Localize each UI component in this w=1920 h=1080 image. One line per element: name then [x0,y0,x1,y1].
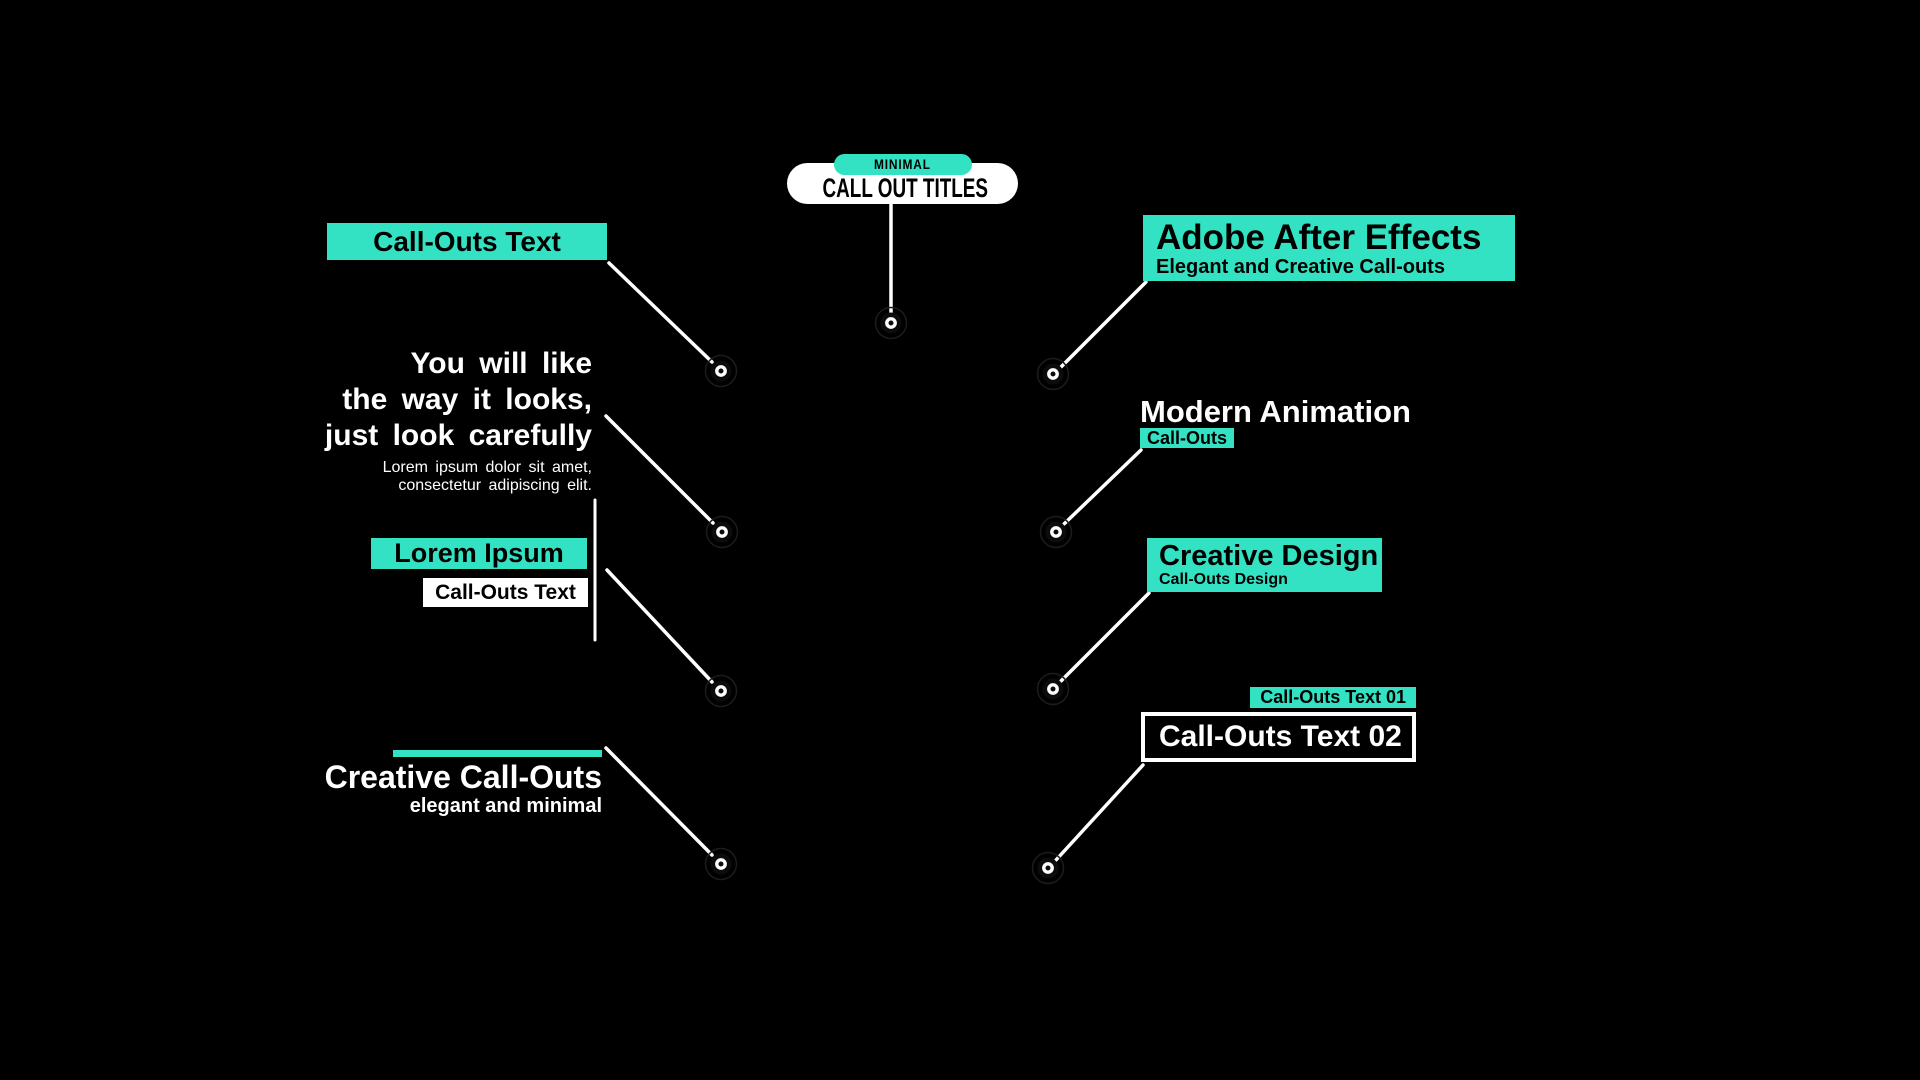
design-subtitle: Call-Outs Design [1159,571,1288,588]
design-title: Creative Design [1159,540,1379,572]
anchor-point [1035,671,1071,707]
quote-sub-line-2: consectetur adipiscing elit. [398,477,592,494]
numbered-badge: Call-Outs Text 01 [1250,687,1416,708]
anchor-point [704,514,740,550]
callout-modern: Modern Animation Call-Outs [1140,394,1411,449]
header-badge-title-label: CALL OUT TITLES [822,173,989,203]
callout-creative: Creative Call-Outs elegant and minimal [282,750,602,816]
header-badge-tag: MINIMAL [833,154,972,175]
numbered-title: Call-Outs Text 02 [1141,712,1416,762]
header-badge: MINIMAL CALL OUT TITLES [787,154,1018,204]
callout-design: Creative Design Call-Outs Design [1147,538,1382,592]
connector-line [604,414,715,525]
adobe-title: Adobe After Effects [1156,218,1482,257]
connector-line [1059,280,1148,369]
anchor-point [1030,850,1066,886]
connector-line [605,568,714,684]
callout-numbered: Call-Outs Text 01 Call-Outs Text 02 [1141,687,1417,762]
connector-line [604,746,714,857]
modern-badge: Call-Outs [1140,428,1235,448]
creative-title: Creative Call-Outs [324,759,602,795]
anchor-point [703,353,739,389]
quote-line-1: You will like [410,347,592,380]
anchor-point [703,846,739,882]
callout-lorem-title: Lorem Ipsum [371,538,587,569]
connector-line [1059,591,1151,683]
quote-line-2: the way it looks, [342,383,592,416]
anchor-point [1038,514,1074,550]
accent-bar [393,750,602,757]
anchor-point [703,673,739,709]
connector-line [1062,448,1143,526]
anchor-point [1035,356,1071,392]
header-badge-tag-label: MINIMAL [874,156,931,172]
adobe-subtitle: Elegant and Creative Call-outs [1156,256,1445,278]
callout-quote: You will like the way it looks, just loo… [272,346,592,495]
creative-subtitle: elegant and minimal [409,795,602,817]
connector-line [607,261,714,364]
callout-adobe: Adobe After Effects Elegant and Creative… [1143,215,1515,281]
connector-line [1054,763,1145,862]
quote-line-3: just look carefully [324,419,592,452]
quote-sub-line-1: Lorem ipsum dolor sit amet, [382,459,592,476]
modern-title: Modern Animation [1140,394,1411,429]
header-badge-title: CALL OUT TITLES [787,175,1018,202]
callout-lorem-subtitle: Call-Outs Text [423,578,588,607]
callout-simple-text: Call-Outs Text [327,223,607,260]
